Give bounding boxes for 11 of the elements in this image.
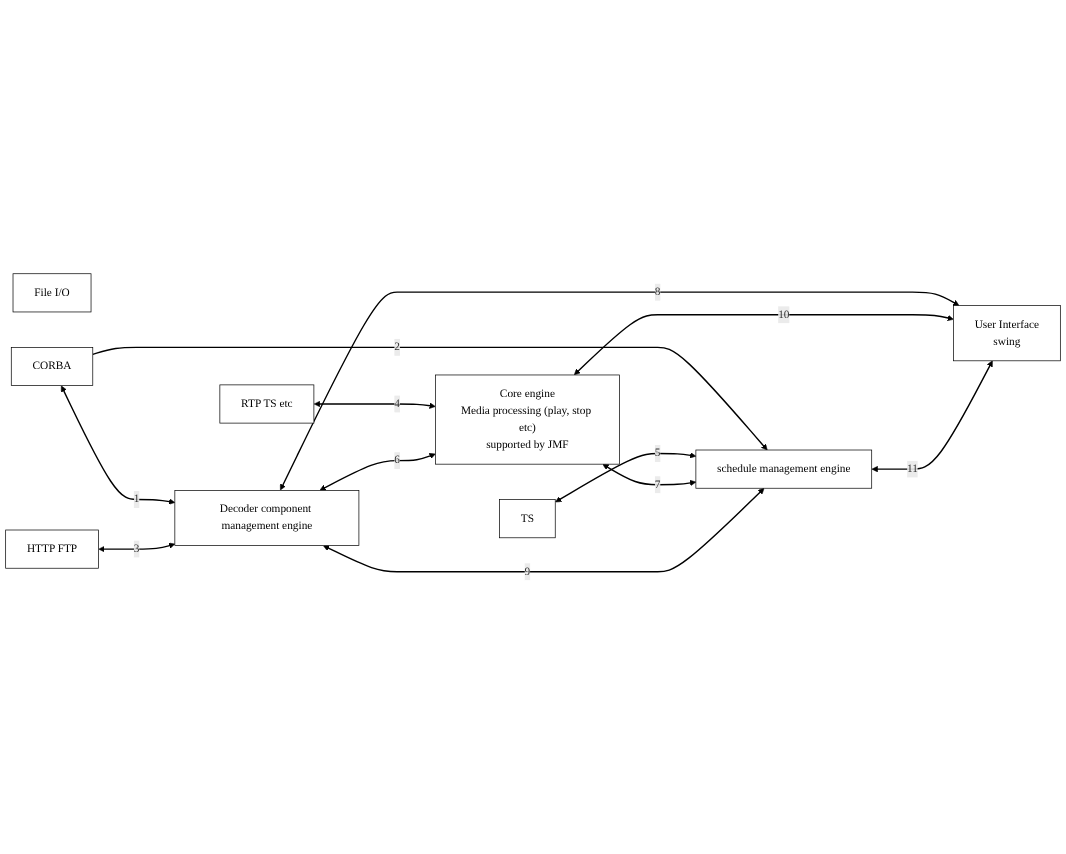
arrow — [319, 453, 436, 491]
arrow — [574, 314, 954, 376]
arrow — [323, 487, 765, 573]
arrow — [92, 346, 768, 451]
arrow — [313, 400, 436, 409]
arrow — [280, 291, 960, 491]
arrow — [602, 464, 697, 486]
arrow — [98, 542, 176, 553]
arrow — [555, 452, 697, 503]
arrow — [60, 385, 176, 505]
arrow — [871, 360, 993, 473]
